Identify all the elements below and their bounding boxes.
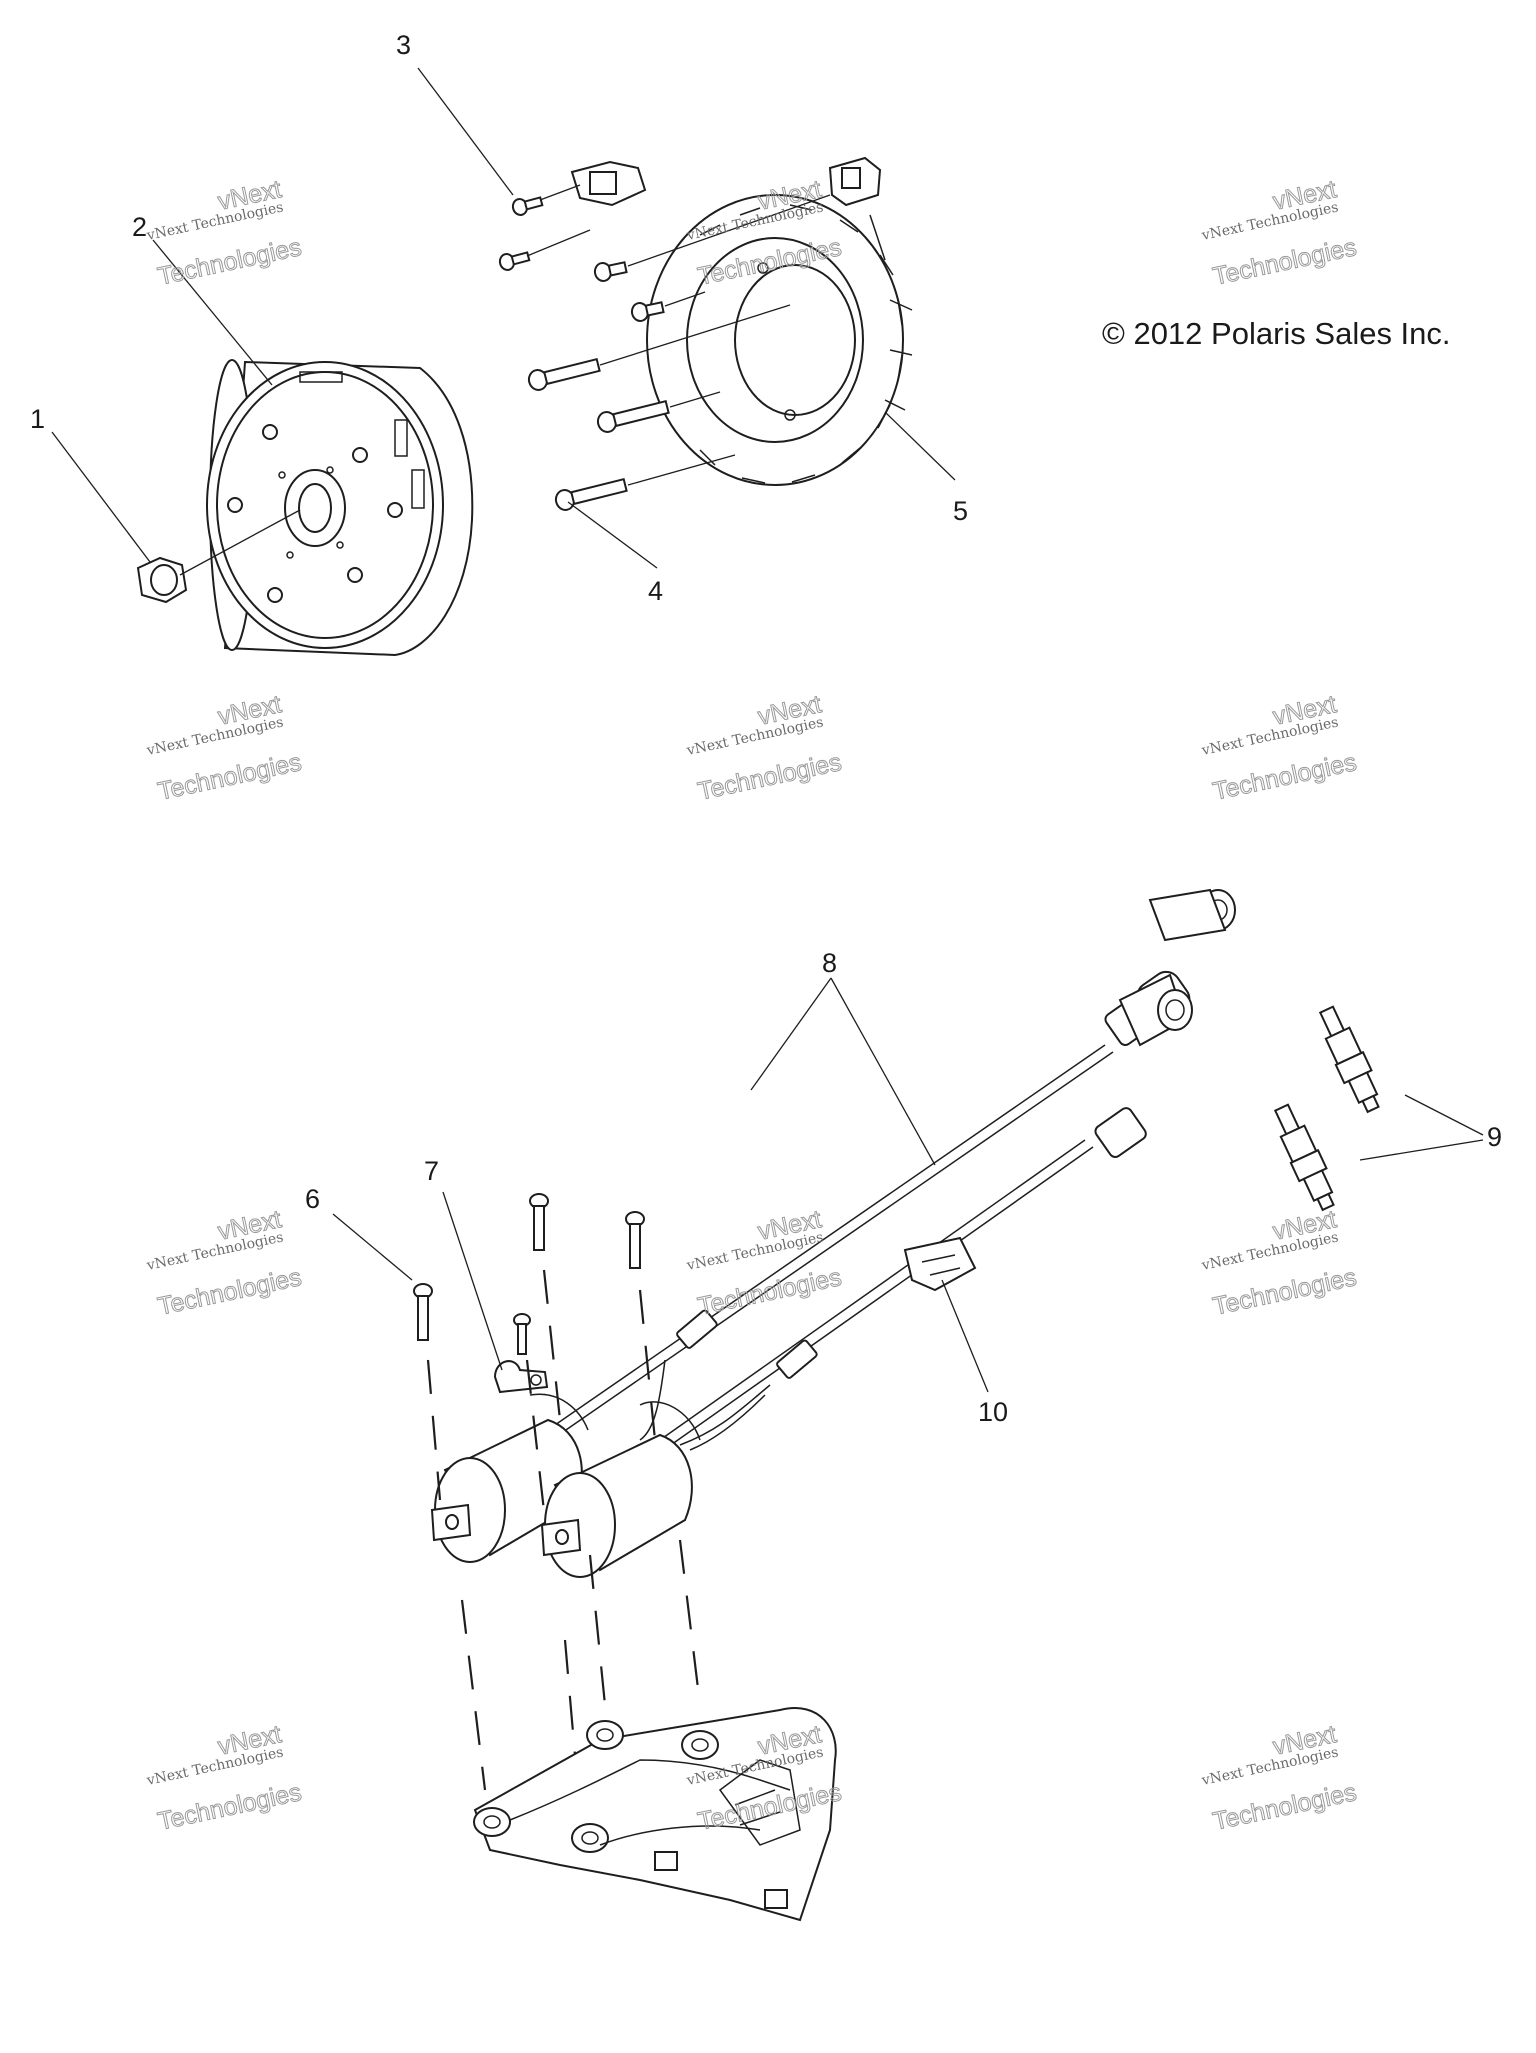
pickup-sensor [570, 160, 647, 207]
clamp [493, 1360, 549, 1394]
watermark: vNext vNext Technologies Technologies [145, 690, 305, 807]
watermark: vNext vNext Technologies Technologies [145, 1720, 305, 1837]
sensor-screws [498, 184, 591, 271]
spark-plugs [1273, 1005, 1380, 1212]
callout-2: 2 [132, 212, 147, 242]
svg-text:Technologies: Technologies [1210, 1263, 1359, 1321]
leader-lines [51, 67, 1484, 1393]
assembly-lines [426, 1269, 702, 1791]
flywheel-nut [136, 509, 301, 604]
svg-text:Technologies: Technologies [155, 1263, 304, 1321]
svg-text:Technologies: Technologies [695, 1263, 844, 1321]
watermark: vNext vNext Technologies Technologies [1200, 175, 1360, 292]
svg-text:vNext Technologies: vNext Technologies [1200, 1229, 1340, 1274]
stator-bolts [527, 194, 831, 511]
svg-text:vNext Technologies: vNext Technologies [1200, 1744, 1340, 1789]
svg-text:vNext Technologies: vNext Technologies [1200, 199, 1340, 244]
svg-text:Technologies: Technologies [1210, 1778, 1359, 1836]
callout-5: 5 [953, 496, 968, 526]
callout-4: 4 [648, 576, 663, 606]
callout-10: 10 [978, 1397, 1008, 1427]
callout-6: 6 [305, 1184, 320, 1214]
callout-8: 8 [822, 948, 837, 978]
callout-numbers: 1 2 3 4 5 6 7 8 9 10 [30, 30, 1502, 1427]
coil-bracket [473, 1707, 837, 1922]
spark-plug-wires [554, 888, 1236, 1448]
watermark: vNext vNext Technologies Technologies [145, 175, 305, 292]
svg-text:Technologies: Technologies [155, 1778, 304, 1836]
callout-7: 7 [424, 1156, 439, 1186]
svg-text:vNext Technologies: vNext Technologies [685, 714, 825, 759]
watermark: vNext vNext Technologies Technologies [145, 1205, 305, 1322]
svg-text:vNext Technologies: vNext Technologies [145, 1229, 285, 1274]
svg-text:Technologies: Technologies [1210, 748, 1359, 806]
watermark: vNext vNext Technologies Technologies [685, 1205, 845, 1322]
watermark: vNext vNext Technologies Technologies [685, 690, 845, 807]
svg-text:Technologies: Technologies [695, 748, 844, 806]
watermark: vNext vNext Technologies Technologies [1200, 1205, 1360, 1322]
watermark: vNext vNext Technologies Technologies [1200, 1720, 1360, 1837]
callout-1: 1 [30, 404, 45, 434]
svg-text:vNext Technologies: vNext Technologies [145, 199, 285, 244]
watermark: vNext vNext Technologies Technologies [1200, 690, 1360, 807]
svg-text:vNext Technologies: vNext Technologies [145, 714, 285, 759]
copyright-notice: © 2012 Polaris Sales Inc. [1102, 316, 1451, 351]
svg-text:vNext Technologies: vNext Technologies [685, 1229, 825, 1274]
svg-text:Technologies: Technologies [155, 233, 304, 291]
svg-text:Technologies: Technologies [1210, 233, 1359, 291]
wire-clip [903, 1236, 977, 1292]
svg-text:vNext Technologies: vNext Technologies [145, 1744, 285, 1789]
callout-3: 3 [396, 30, 411, 60]
svg-text:Technologies: Technologies [155, 748, 304, 806]
flywheel [206, 359, 474, 657]
coil-screws [413, 1193, 645, 1355]
svg-text:vNext Technologies: vNext Technologies [1200, 714, 1340, 759]
ignition-coils [430, 1309, 818, 1578]
callout-9: 9 [1487, 1122, 1502, 1152]
stator [646, 156, 913, 486]
